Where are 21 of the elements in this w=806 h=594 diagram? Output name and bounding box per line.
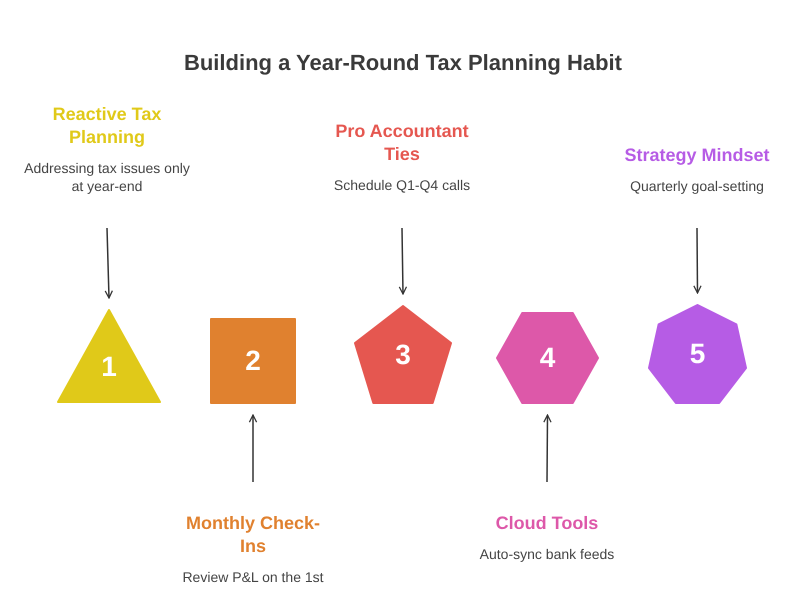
step-heading: Cloud Tools [494,512,600,535]
step-number: 3 [394,338,412,370]
arrow [248,414,258,482]
step-description: Quarterly goal-setting [630,177,764,195]
step-heading: Monthly Check-Ins [184,512,321,558]
diagram-title: Building a Year-Round Tax Planning Habit [182,50,623,76]
step-heading: Pro Accountant Ties [334,120,470,166]
arrow [398,228,408,295]
step-number: 1 [100,351,118,384]
step-number: 2 [244,345,262,377]
step-number: 5 [688,338,706,370]
arrow [543,414,552,482]
step-description: Addressing tax issues only at year-end [23,159,191,195]
step-description: Review P&L on the 1st [182,568,324,586]
arrow [693,228,702,294]
step-heading: Strategy Mindset [623,144,771,167]
arrow [104,228,114,299]
step-description: Auto-sync bank feeds [480,545,614,563]
step-number: 4 [538,342,556,374]
step-description: Schedule Q1-Q4 calls [334,176,470,194]
step-heading: Reactive Tax Planning [52,103,162,149]
